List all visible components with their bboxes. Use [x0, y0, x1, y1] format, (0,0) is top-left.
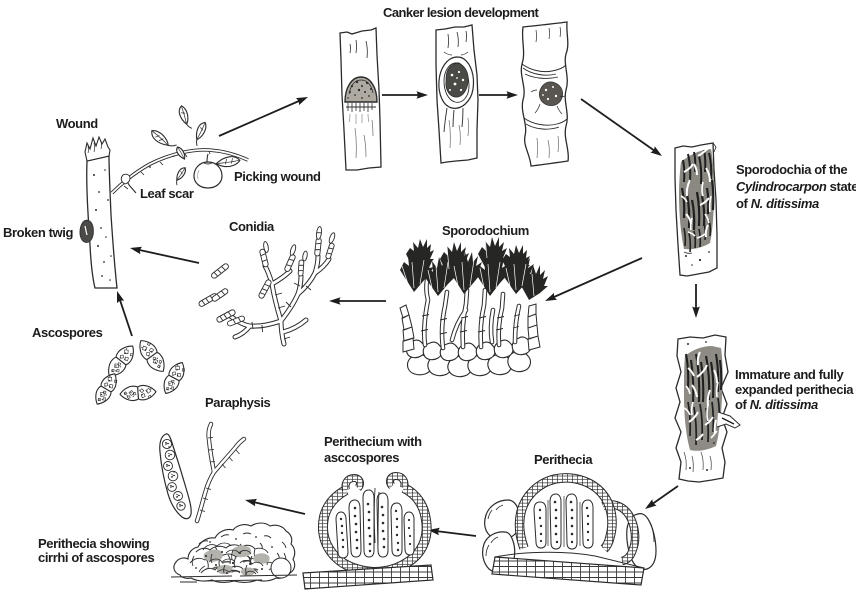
svg-text:asccospores: asccospores	[324, 450, 399, 465]
svg-text:cirrhi of ascospores: cirrhi of ascospores	[38, 550, 154, 565]
svg-text:Picking wound: Picking wound	[234, 169, 321, 184]
svg-text:Immature and fully: Immature and fully	[735, 367, 845, 382]
svg-text:Leaf scar: Leaf scar	[140, 186, 194, 201]
svg-text:Ascospores: Ascospores	[32, 325, 103, 340]
svg-text:Cylindrocarpon state: Cylindrocarpon state	[736, 179, 856, 194]
svg-text:Perithecium with: Perithecium with	[324, 434, 422, 449]
svg-text:Paraphysis: Paraphysis	[205, 395, 271, 410]
svg-text:Sporodochium: Sporodochium	[442, 223, 529, 238]
svg-text:Sporodochia of the: Sporodochia of the	[736, 162, 847, 177]
svg-text:Broken twig: Broken twig	[3, 225, 73, 240]
svg-text:Canker lesion development: Canker lesion development	[383, 5, 540, 20]
svg-text:of N. ditissima: of N. ditissima	[736, 196, 819, 211]
svg-text:Perithecia: Perithecia	[534, 452, 593, 467]
svg-text:Wound: Wound	[56, 116, 98, 131]
svg-text:expanded perithecia: expanded perithecia	[735, 382, 854, 397]
svg-text:Perithecia showing: Perithecia showing	[38, 536, 150, 551]
svg-text:Conidia: Conidia	[229, 219, 275, 234]
svg-text:of N. ditissima: of N. ditissima	[735, 397, 818, 412]
